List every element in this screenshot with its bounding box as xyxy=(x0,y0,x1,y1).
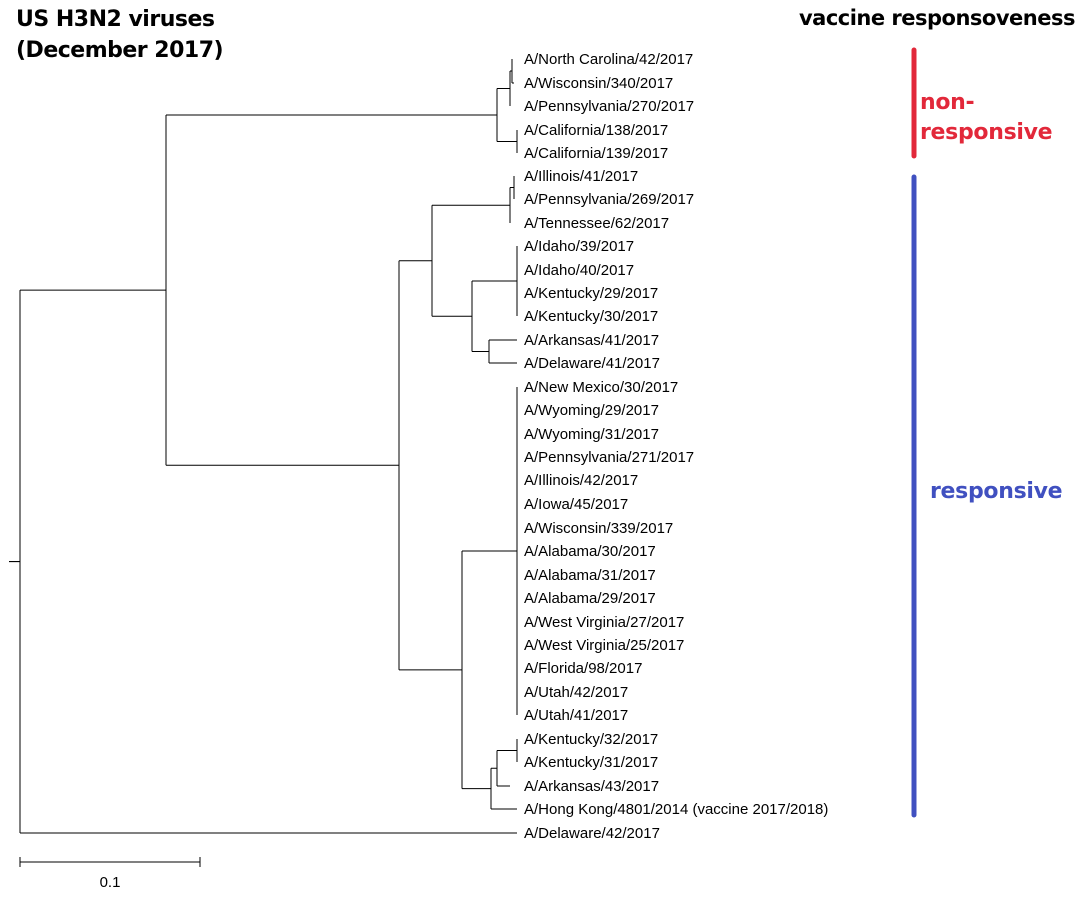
taxon-label: A/California/139/2017 xyxy=(524,145,668,162)
taxon-label: A/Hong Kong/4801/2014 (vaccine 2017/2018… xyxy=(524,801,828,818)
tree-branches xyxy=(9,59,518,834)
taxon-label: A/California/138/2017 xyxy=(524,122,668,139)
taxon-label: A/West Virginia/27/2017 xyxy=(524,614,684,631)
taxon-label: A/Delaware/42/2017 xyxy=(524,825,660,842)
taxon-label: A/Wyoming/31/2017 xyxy=(524,426,659,443)
taxon-label: A/Kentucky/31/2017 xyxy=(524,754,658,771)
taxon-label: A/Delaware/41/2017 xyxy=(524,355,660,372)
taxon-label: A/Illinois/41/2017 xyxy=(524,168,638,185)
non-responsive-label-line2: responsive xyxy=(920,120,1053,145)
responsive-label: responsive xyxy=(930,479,1063,504)
taxon-label: A/Pennsylvania/269/2017 xyxy=(524,191,694,208)
vaccine-responsiveness-header: vaccine responsoveness xyxy=(798,6,1076,30)
taxon-label: A/Alabama/31/2017 xyxy=(524,567,656,584)
taxon-label: A/Wyoming/29/2017 xyxy=(524,402,659,419)
taxon-label: A/Alabama/29/2017 xyxy=(524,590,656,607)
taxon-label: A/Kentucky/30/2017 xyxy=(524,308,658,325)
taxon-label: A/Florida/98/2017 xyxy=(524,660,642,677)
figure-title: US H3N2 viruses (December 2017) xyxy=(16,4,224,66)
taxon-label: A/Idaho/39/2017 xyxy=(524,238,634,255)
taxon-label: A/New Mexico/30/2017 xyxy=(524,379,678,396)
figure-title-line2: (December 2017) xyxy=(16,38,224,63)
figure-title-line1: US H3N2 viruses xyxy=(16,7,215,32)
non-responsive-label: non- responsive xyxy=(920,88,1053,148)
taxon-label: A/Utah/42/2017 xyxy=(524,684,628,701)
taxon-label: A/North Carolina/42/2017 xyxy=(524,51,693,68)
taxon-label: A/Alabama/30/2017 xyxy=(524,543,656,560)
taxon-label: A/Wisconsin/340/2017 xyxy=(524,75,673,92)
taxon-label: A/Pennsylvania/271/2017 xyxy=(524,449,694,466)
taxon-label: A/Wisconsin/339/2017 xyxy=(524,520,673,537)
non-responsive-label-line1: non- xyxy=(920,90,975,115)
taxon-label: A/Pennsylvania/270/2017 xyxy=(524,98,694,115)
taxon-label: A/Iowa/45/2017 xyxy=(524,496,628,513)
taxon-labels: A/North Carolina/42/2017A/Wisconsin/340/… xyxy=(524,51,828,842)
taxon-label: A/Kentucky/29/2017 xyxy=(524,285,658,302)
taxon-label: A/West Virginia/25/2017 xyxy=(524,637,684,654)
scale-bar: 0.1 xyxy=(19,857,201,891)
taxon-label: A/Idaho/40/2017 xyxy=(524,262,634,279)
taxon-label: A/Illinois/42/2017 xyxy=(524,472,638,489)
taxon-label: A/Arkansas/41/2017 xyxy=(524,332,659,349)
taxon-label: A/Utah/41/2017 xyxy=(524,707,628,724)
taxon-label: A/Kentucky/32/2017 xyxy=(524,731,658,748)
taxon-label: A/Tennessee/62/2017 xyxy=(524,215,669,232)
taxon-label: A/Arkansas/43/2017 xyxy=(524,778,659,795)
scale-bar-label: 0.1 xyxy=(100,874,121,891)
